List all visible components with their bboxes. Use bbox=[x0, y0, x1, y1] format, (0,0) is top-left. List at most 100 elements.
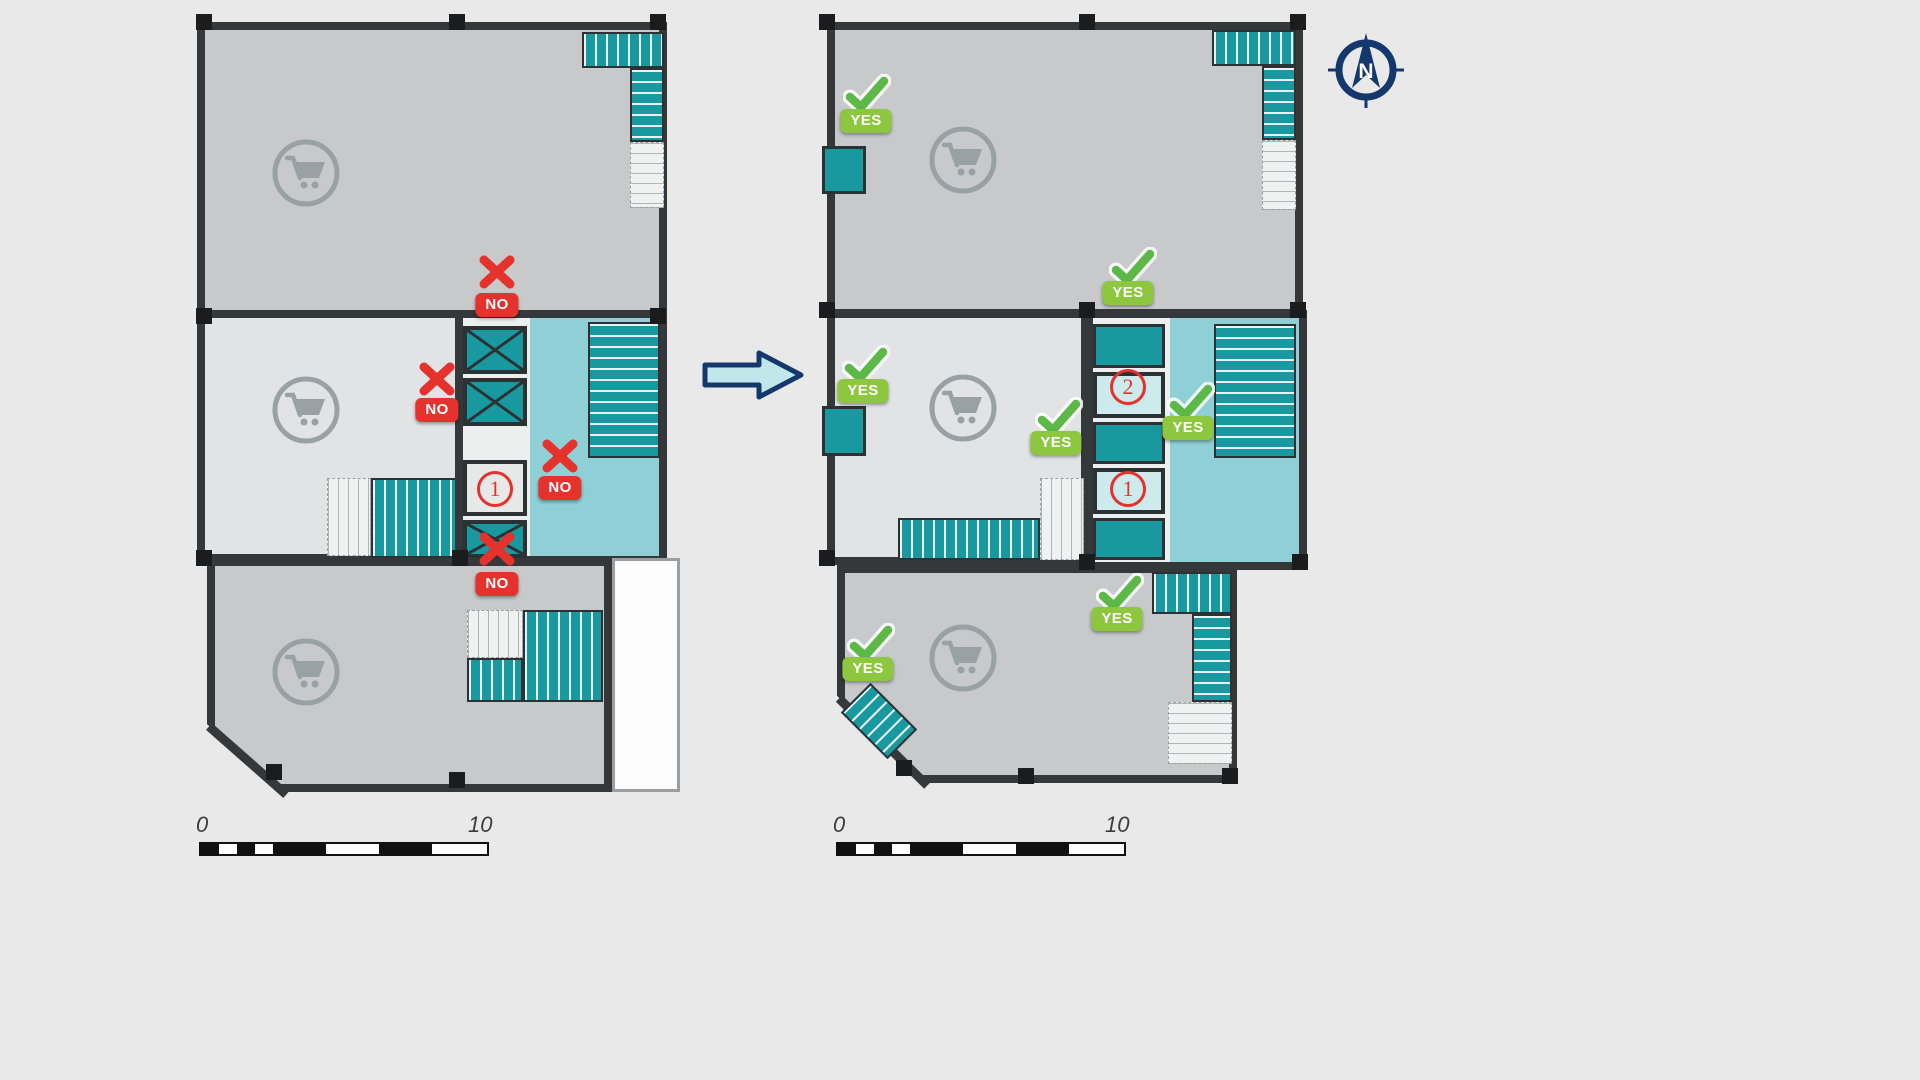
column bbox=[1079, 14, 1095, 30]
column bbox=[819, 550, 835, 566]
scale-segment bbox=[963, 844, 1016, 854]
check-icon bbox=[1109, 247, 1157, 287]
column bbox=[196, 308, 212, 324]
staircase bbox=[1212, 30, 1296, 66]
column bbox=[1290, 14, 1306, 30]
scale-segment bbox=[379, 844, 432, 854]
staircase bbox=[523, 610, 603, 702]
staircase bbox=[371, 478, 457, 558]
scale-segment bbox=[910, 844, 963, 854]
scale-segment bbox=[1069, 844, 1124, 854]
elevator-shaft bbox=[463, 326, 527, 374]
staircase bbox=[1192, 614, 1232, 702]
column bbox=[1079, 554, 1095, 570]
elevator-shaft bbox=[1093, 324, 1165, 368]
check-icon bbox=[1096, 573, 1144, 613]
check-icon bbox=[843, 74, 891, 114]
staircase bbox=[467, 658, 523, 702]
compass-north-label: N bbox=[1358, 60, 1373, 83]
shopping-cart-icon bbox=[925, 620, 1001, 696]
elevator-shaft bbox=[1093, 518, 1165, 560]
x-icon bbox=[479, 255, 515, 289]
scale-bar bbox=[199, 842, 489, 856]
yes-badge: YES bbox=[837, 379, 889, 403]
yes-badge: YES bbox=[1030, 431, 1082, 455]
no-badge: NO bbox=[475, 572, 519, 596]
column bbox=[196, 14, 212, 30]
check-icon bbox=[842, 345, 890, 385]
scale-segment bbox=[1016, 844, 1069, 854]
elevator-shaft bbox=[463, 378, 527, 426]
scale-segment bbox=[237, 844, 255, 854]
scale-segment bbox=[273, 844, 326, 854]
staircase bbox=[1152, 572, 1232, 614]
new-entrance bbox=[822, 406, 866, 456]
column bbox=[819, 302, 835, 318]
staircase-hatched bbox=[630, 142, 664, 208]
staircase-hatched bbox=[327, 478, 371, 556]
shopping-cart-icon bbox=[925, 122, 1001, 198]
staircase bbox=[582, 32, 664, 68]
shopping-cart-icon bbox=[925, 370, 1001, 446]
staircase-hatched bbox=[467, 610, 523, 658]
column bbox=[1079, 302, 1095, 318]
column bbox=[1018, 768, 1034, 784]
staircase-hatched bbox=[1168, 702, 1232, 764]
check-icon bbox=[1167, 382, 1215, 422]
staircase-hatched bbox=[1262, 140, 1296, 210]
column bbox=[1290, 302, 1306, 318]
new-entrance bbox=[822, 146, 866, 194]
column bbox=[650, 14, 666, 30]
column bbox=[1222, 768, 1238, 784]
staircase bbox=[1262, 66, 1296, 140]
core-stairwell bbox=[1214, 324, 1296, 458]
x-icon bbox=[479, 532, 515, 566]
scale-segment bbox=[432, 844, 487, 854]
scale-segment bbox=[892, 844, 910, 854]
unit-number-circle: 2 bbox=[1110, 369, 1146, 405]
shopping-cart-icon bbox=[268, 372, 344, 448]
column bbox=[650, 308, 666, 324]
right-arrow-icon bbox=[702, 350, 804, 400]
unit-number-circle: 1 bbox=[477, 471, 513, 507]
yes-badge: YES bbox=[1091, 607, 1143, 631]
north-compass-icon: N bbox=[1328, 33, 1404, 108]
scale-segment bbox=[874, 844, 892, 854]
scale-start-label: 0 bbox=[196, 812, 209, 837]
shopping-cart-icon bbox=[268, 135, 344, 211]
scale-end-label: 10 bbox=[468, 812, 493, 837]
staircase-hatched bbox=[1040, 478, 1084, 560]
check-icon bbox=[847, 623, 895, 663]
column bbox=[266, 764, 282, 780]
check-icon bbox=[1035, 397, 1083, 437]
scale-segment bbox=[856, 844, 874, 854]
x-icon bbox=[542, 439, 578, 473]
no-badge: NO bbox=[415, 398, 459, 422]
x-icon bbox=[419, 362, 455, 396]
unit-number-circle: 1 bbox=[1110, 471, 1146, 507]
elevator-shaft bbox=[1093, 422, 1165, 464]
column bbox=[896, 760, 912, 776]
scale-segment bbox=[201, 844, 219, 854]
no-badge: NO bbox=[475, 293, 519, 317]
column bbox=[449, 14, 465, 30]
column bbox=[452, 550, 468, 566]
yes-badge: YES bbox=[1162, 416, 1214, 440]
column bbox=[1292, 554, 1308, 570]
scale-segment bbox=[219, 844, 237, 854]
scale-segment bbox=[255, 844, 273, 854]
scale-bar bbox=[836, 842, 1126, 856]
column bbox=[196, 550, 212, 566]
yes-badge: YES bbox=[840, 109, 892, 133]
scale-segment bbox=[838, 844, 856, 854]
column bbox=[819, 14, 835, 30]
yes-badge: YES bbox=[842, 657, 894, 681]
scale-start-label: 0 bbox=[833, 812, 846, 837]
exterior-bay bbox=[612, 558, 680, 792]
staircase bbox=[898, 518, 1040, 560]
yes-badge: YES bbox=[1102, 281, 1154, 305]
scale-segment bbox=[326, 844, 379, 854]
after-unit-top bbox=[827, 22, 1303, 317]
no-badge: NO bbox=[538, 476, 582, 500]
